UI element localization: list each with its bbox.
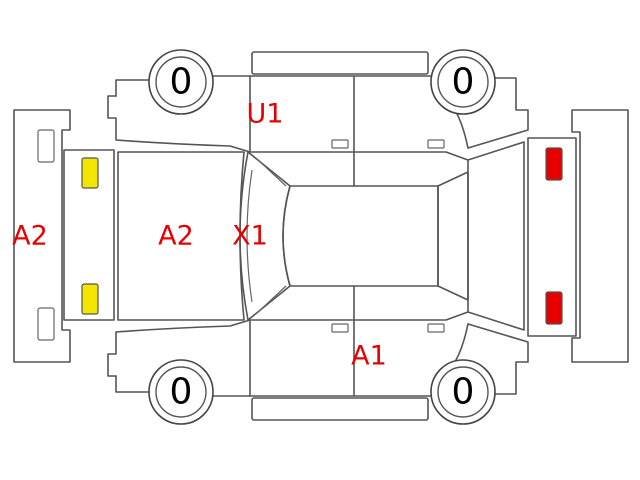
tire-rear-right-value: 0 <box>452 372 475 413</box>
rear-bumper <box>571 109 629 363</box>
damage-code-roof-left: U1 <box>247 99 284 130</box>
tire-front-right: 0 <box>148 359 214 425</box>
rear-window <box>437 171 469 301</box>
roof-rail-upper <box>251 51 429 75</box>
front-panel <box>63 149 115 321</box>
tire-rear-left-value: 0 <box>452 62 475 103</box>
trunk-lid <box>467 141 525 331</box>
roof <box>282 185 439 287</box>
damage-code-front-bumper: A2 <box>12 221 48 252</box>
tire-front-left-value: 0 <box>170 62 193 103</box>
tire-rear-left: 0 <box>430 49 496 115</box>
taillamp-left <box>545 147 563 181</box>
rear-panel <box>527 137 577 337</box>
damage-code-windshield: X1 <box>232 221 268 252</box>
roof-rail-lower <box>251 397 429 421</box>
tire-front-right-value: 0 <box>170 372 193 413</box>
headlamp-left <box>81 157 99 189</box>
damage-code-door-right: A1 <box>351 341 387 372</box>
headlamp-right <box>81 283 99 315</box>
damage-code-hood: A2 <box>158 221 194 252</box>
tire-rear-right: 0 <box>430 359 496 425</box>
tire-front-left: 0 <box>148 49 214 115</box>
taillamp-right <box>545 291 563 325</box>
front-bumper <box>13 109 71 363</box>
